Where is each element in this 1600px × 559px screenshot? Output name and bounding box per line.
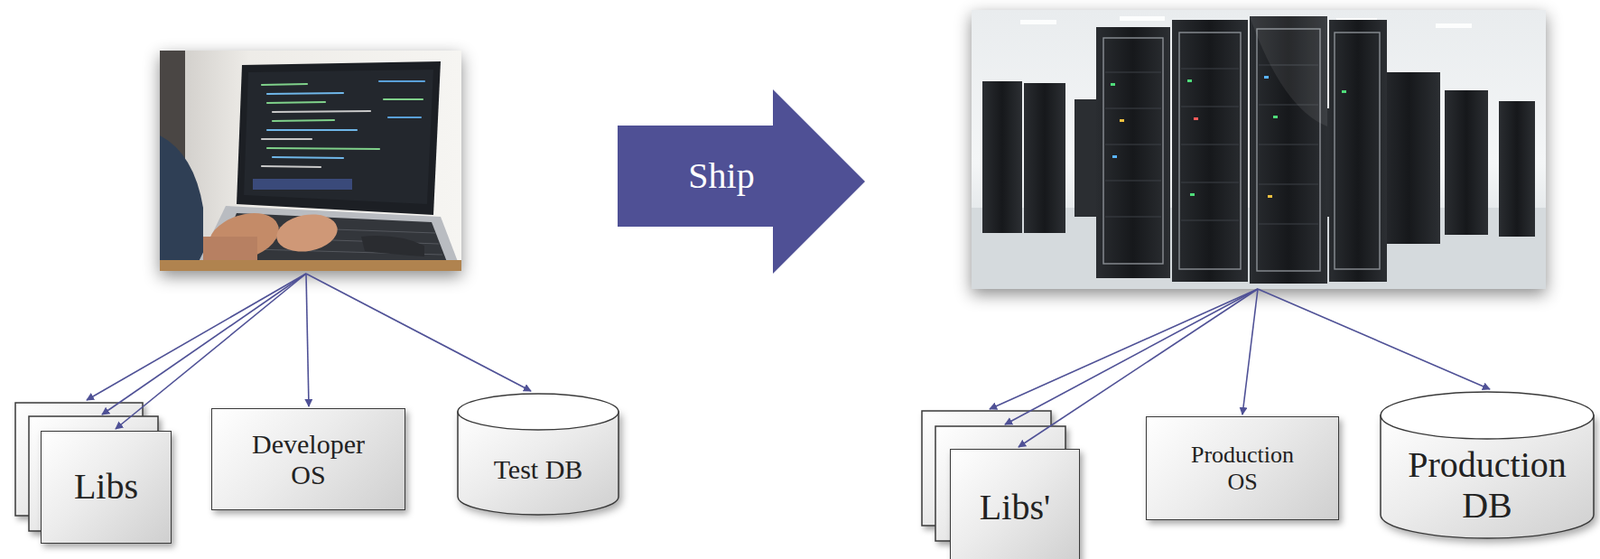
text-area: Libs — [41, 431, 171, 543]
os-box: Developer OS — [211, 408, 406, 511]
node-label: Production OS — [1174, 441, 1311, 494]
os-box: Production OS — [1145, 416, 1340, 521]
node-label: Test DB — [493, 454, 584, 485]
ship-arrow: Ship — [617, 89, 866, 274]
text-area: Ship — [617, 125, 826, 227]
photo-shadow — [971, 9, 1546, 289]
node-label: Production DB — [1390, 445, 1585, 527]
library-box: Libs — [40, 430, 172, 544]
cylinder-top — [1380, 391, 1594, 439]
text-area: Production OS — [1146, 417, 1339, 520]
database-cylinder: Test DB — [456, 392, 620, 516]
photo-shadow — [159, 50, 462, 271]
text-area: Developer OS — [212, 409, 405, 510]
node-label: Libs' — [979, 487, 1051, 529]
node-label: Libs — [74, 466, 139, 508]
server-room-photo — [971, 9, 1546, 289]
node-label: Developer OS — [236, 428, 382, 490]
text-area: Production DB — [1379, 437, 1595, 534]
library-box: Libs' — [949, 448, 1080, 559]
arrow-polygon — [617, 89, 866, 274]
node-label: Ship — [688, 156, 754, 197]
cylinder-top — [457, 393, 619, 430]
database-cylinder: Production DB — [1379, 390, 1595, 540]
text-area: Libs' — [950, 449, 1080, 559]
laptop-photo — [159, 50, 462, 271]
text-area: Test DB — [456, 428, 620, 511]
cylinder-outline — [456, 392, 620, 516]
